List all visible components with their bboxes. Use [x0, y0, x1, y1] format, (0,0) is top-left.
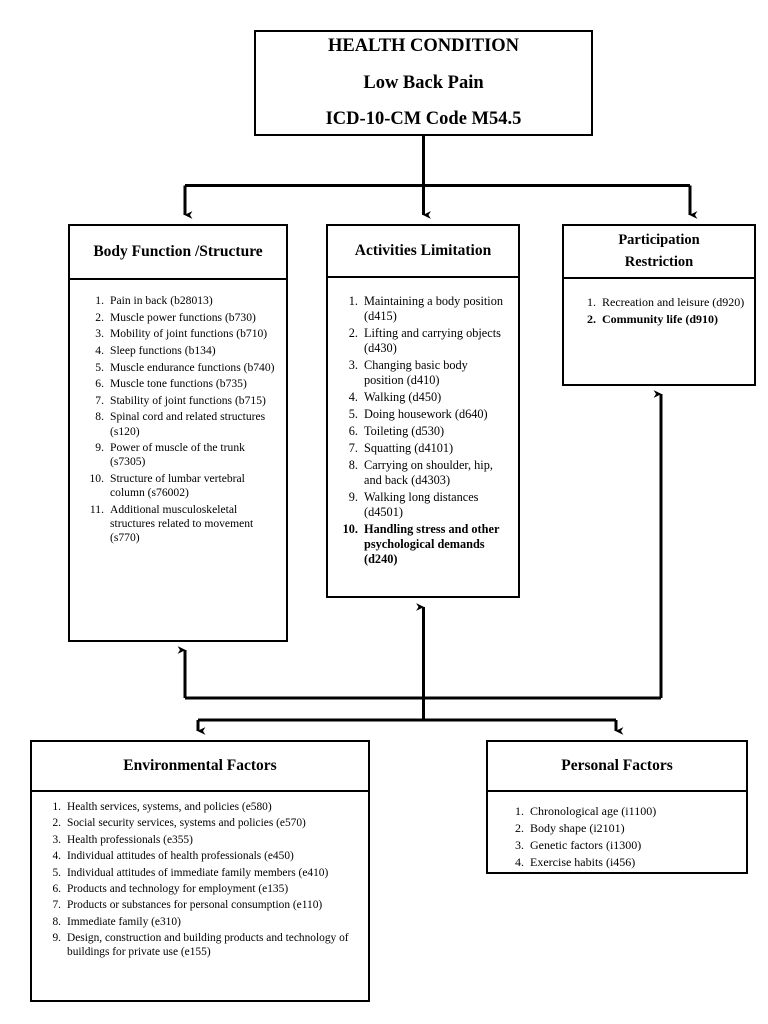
list-item: Squatting (d4101): [338, 441, 454, 456]
personal-factors-box: Personal Factors Chronological age (i110…: [486, 740, 748, 874]
body-function-title: Body Function /Structure: [70, 226, 286, 280]
list-item: Health services, systems, and policies (…: [40, 801, 272, 815]
environmental-factors-list: Health services, systems, and policies (…: [40, 801, 360, 960]
list-item: Muscle endurance functions (b740): [84, 360, 275, 375]
list-item: Community life (d910): [574, 311, 718, 326]
participation-title-line1: Participation: [618, 232, 700, 249]
list-item: Stability of joint functions (b715): [84, 393, 266, 408]
list-item: Lifting and carrying objects (d430): [338, 326, 501, 355]
list-item: Individual attitudes of health professio…: [40, 850, 294, 864]
activities-limitation-box: Activities Limitation Maintaining a body…: [326, 224, 520, 598]
list-item: Health professionals (e355): [40, 833, 193, 848]
health-condition-name: Low Back Pain: [363, 72, 484, 93]
body-function-list: Pain in back (b28013) Muscle power funct…: [84, 294, 278, 545]
environmental-factors-body: Health services, systems, and policies (…: [32, 792, 368, 969]
personal-factors-body: Chronological age (i1100) Body shape (i2…: [488, 792, 746, 879]
activities-limitation-list: Maintaining a body position (d415) Lifti…: [338, 294, 510, 567]
personal-factors-title: Personal Factors: [488, 742, 746, 792]
list-item: Individual attitudes of immediate family…: [40, 866, 329, 881]
list-item: Immediate family (e310): [40, 915, 181, 930]
list-item: Doing housework (d640): [338, 407, 488, 422]
list-item: Handling stress and other psychological …: [338, 522, 500, 566]
list-item: Muscle tone functions (b735): [84, 377, 247, 391]
health-condition-heading: HEALTH CONDITION: [327, 35, 520, 56]
list-item: Changing basic body position (d410): [338, 358, 468, 387]
list-item: Power of muscle of the trunk (s7305): [84, 441, 245, 469]
participation-title-line2: Restriction: [624, 253, 694, 270]
list-item: Muscle power functions (b730): [84, 310, 256, 325]
list-item: Spinal cord and related structures (s120…: [84, 410, 266, 438]
list-item: Chronological age (i1100): [502, 804, 657, 818]
activities-limitation-body: Maintaining a body position (d415) Lifti…: [328, 278, 518, 575]
environmental-factors-box: Environmental Factors Health services, s…: [30, 740, 370, 1002]
activities-limitation-title: Activities Limitation: [328, 226, 518, 278]
list-item: Walking (d450): [338, 390, 442, 405]
list-item: Body shape (i2101): [502, 821, 625, 836]
participation-restriction-list: Recreation and leisure (d920) Community …: [574, 295, 746, 326]
participation-restriction-title: Participation Restriction: [564, 226, 754, 279]
list-item: Carrying on shoulder, hip, and back (d43…: [338, 458, 493, 487]
list-item: Maintaining a body position (d415): [338, 294, 504, 323]
list-item: Genetic factors (i1300): [502, 838, 642, 853]
health-condition-title: HEALTH CONDITION Low Back Pain ICD-10-CM…: [256, 32, 591, 134]
list-item: Products and technology for employment (…: [40, 883, 289, 897]
participation-restriction-box: Participation Restriction Recreation and…: [562, 224, 756, 386]
list-item: Design, construction and building produc…: [40, 932, 349, 959]
health-condition-box: HEALTH CONDITION Low Back Pain ICD-10-CM…: [254, 30, 593, 136]
list-item: Mobility of joint functions (b710): [84, 327, 268, 341]
participation-restriction-body: Recreation and leisure (d920) Community …: [564, 279, 754, 334]
body-function-box: Body Function /Structure Pain in back (b…: [68, 224, 288, 642]
list-item: Exercise habits (i456): [502, 855, 636, 870]
list-item: Recreation and leisure (d920): [574, 295, 745, 309]
body-function-body: Pain in back (b28013) Muscle power funct…: [70, 280, 286, 554]
list-item: Sleep functions (b134): [84, 343, 216, 358]
list-item: Products or substances for personal cons…: [40, 899, 323, 913]
list-item: Social security services, systems and po…: [40, 817, 306, 831]
list-item: Toileting (d530): [338, 424, 445, 439]
list-item: Pain in back (b28013): [84, 294, 213, 308]
health-condition-code: ICD-10-CM Code M54.5: [325, 109, 522, 130]
list-item: Additional musculoskeletal structures re…: [84, 502, 254, 545]
list-item: Walking long distances (d4501): [338, 490, 479, 519]
environmental-factors-title: Environmental Factors: [32, 742, 368, 792]
personal-factors-list: Chronological age (i1100) Body shape (i2…: [502, 804, 738, 870]
list-item: Structure of lumbar vertebral column (s7…: [84, 472, 245, 500]
